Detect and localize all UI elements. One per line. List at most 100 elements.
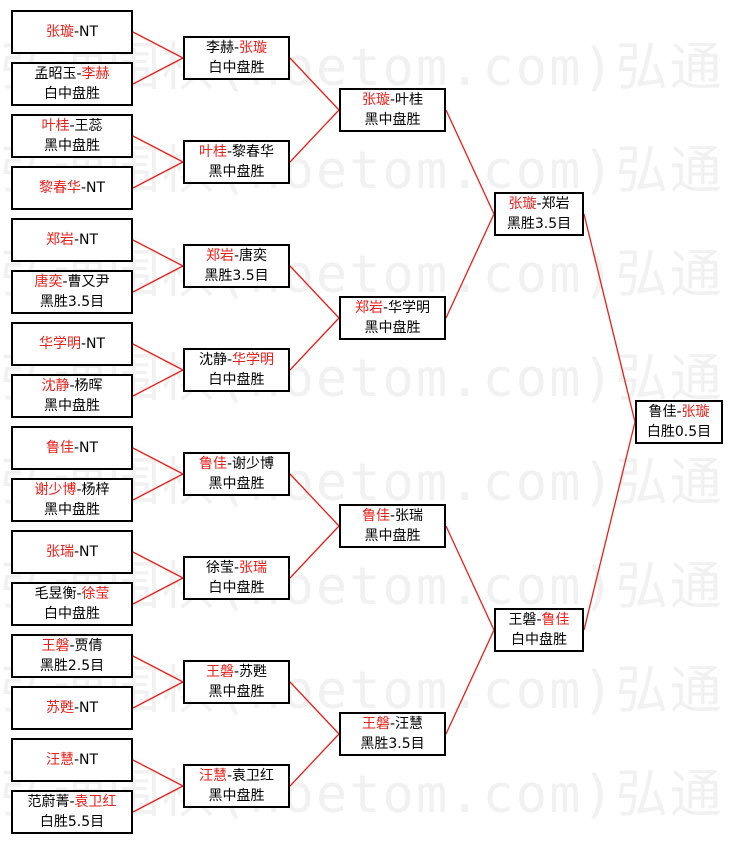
bracket-connector xyxy=(132,239,184,267)
match-box: 汪慧-NT xyxy=(11,738,133,782)
bracket-connector xyxy=(132,577,184,605)
bracket-connector xyxy=(132,551,184,579)
player-separator: - xyxy=(226,352,233,368)
match-players: 唐奕-曹又尹 xyxy=(13,272,131,292)
player-name: NT xyxy=(79,752,99,768)
match-result: 白胜5.5目 xyxy=(39,814,105,830)
player-name: NT xyxy=(86,336,106,352)
player-separator: - xyxy=(233,248,240,264)
player-name: 郑岩 xyxy=(541,196,570,212)
player-name: 鲁佳 xyxy=(198,456,227,472)
match-result: 黑中盘胜 xyxy=(364,112,421,128)
player-name: 鲁佳 xyxy=(45,440,74,456)
match-players: 王磐-鲁佳 xyxy=(496,610,582,630)
player-name: 叶桂 xyxy=(41,118,70,134)
bracket-connector xyxy=(445,109,495,215)
bracket-connector xyxy=(289,265,340,319)
player-separator: - xyxy=(62,274,68,290)
match-box: 张瑞-NT xyxy=(11,530,133,574)
player-name: 苏甦 xyxy=(239,664,268,680)
match-box: 黎春华-NT xyxy=(11,166,133,210)
player-separator: - xyxy=(76,482,82,498)
match-players: 沈静-华学明 xyxy=(185,350,288,370)
player-name: 汪慧 xyxy=(395,716,424,732)
player-name: 袁卫红 xyxy=(74,794,117,810)
player-name: 张瑞 xyxy=(395,508,424,524)
player-separator: - xyxy=(233,664,240,680)
bracket-connector xyxy=(289,317,340,371)
player-name: 毛昱衡 xyxy=(34,586,77,602)
player-name: 张璇 xyxy=(361,92,390,108)
player-separator: - xyxy=(80,180,87,196)
match-players: 汪慧-袁卫红 xyxy=(185,766,288,786)
player-name: 郑岩 xyxy=(205,248,234,264)
player-name: 王磐 xyxy=(41,638,70,654)
player-separator: - xyxy=(536,196,542,212)
bracket-connector xyxy=(132,447,184,475)
player-name: NT xyxy=(79,24,99,40)
player-name: 王磐 xyxy=(361,716,390,732)
match-players: 谢少博-杨梓 xyxy=(13,480,131,500)
player-separator: - xyxy=(69,378,75,394)
match-result: 白中盘胜 xyxy=(208,372,265,388)
player-name: NT xyxy=(79,232,99,248)
player-name: 叶桂 xyxy=(395,92,424,108)
match-result: 黑胜3.5目 xyxy=(360,736,425,752)
bracket-connector xyxy=(289,109,340,163)
match-box: 沈静-华学明白中盘胜 xyxy=(183,348,290,392)
player-name: 鲁佳 xyxy=(361,508,390,524)
bracket-connector xyxy=(583,213,636,423)
player-name: 苏甦 xyxy=(45,700,74,716)
match-box: 王磐-鲁佳白中盘胜 xyxy=(494,608,584,652)
player-name: 杨晖 xyxy=(74,378,103,394)
player-name: 唐奕 xyxy=(34,274,63,290)
player-name: NT xyxy=(79,440,99,456)
match-box: 唐奕-曹又尹黑胜3.5目 xyxy=(11,270,133,314)
player-separator: - xyxy=(73,24,80,40)
match-box: 王磐-苏甦黑中盘胜 xyxy=(183,660,290,704)
bracket-connector xyxy=(445,213,495,319)
bracket-connector xyxy=(289,473,340,527)
match-players: 王磐-苏甦 xyxy=(185,662,288,682)
match-players: 李赫-张璇 xyxy=(185,38,288,58)
match-box: 郑岩-NT xyxy=(11,218,133,262)
player-separator: - xyxy=(226,144,233,160)
player-name: 张璇 xyxy=(681,404,710,420)
match-box: 毛昱衡-徐莹白中盘胜 xyxy=(11,582,133,626)
match-box: 谢少博-杨梓黑中盘胜 xyxy=(11,478,133,522)
match-box: 范蔚菁-袁卫红白胜5.5目 xyxy=(11,790,133,834)
match-players: 范蔚菁-袁卫红 xyxy=(13,792,131,812)
match-result: 黑胜3.5目 xyxy=(204,268,269,284)
match-players: 王磐-贾倩 xyxy=(13,636,131,656)
match-box: 王磐-汪慧黑胜3.5目 xyxy=(339,712,446,756)
match-players: 张瑞-NT xyxy=(13,542,131,562)
match-players: 叶桂-王蕊 xyxy=(13,116,131,136)
match-players: 鲁佳-张瑞 xyxy=(341,506,444,526)
match-players: 鲁佳-张璇 xyxy=(637,402,721,422)
match-result: 黑中盘胜 xyxy=(364,320,421,336)
match-box: 张璇-郑岩黑胜3.5目 xyxy=(494,192,584,236)
player-name: 鲁佳 xyxy=(541,612,570,628)
player-name: 徐莹 xyxy=(81,586,110,602)
player-name: 郑岩 xyxy=(354,300,383,316)
match-players: 沈静-杨晖 xyxy=(13,376,131,396)
player-name: 华学明 xyxy=(388,300,431,316)
player-separator: - xyxy=(389,508,396,524)
match-result: 黑中盘胜 xyxy=(208,164,265,180)
player-name: 曹又尹 xyxy=(67,274,110,290)
player-name: 范蔚菁 xyxy=(27,794,70,810)
match-players: 叶桂-黎春华 xyxy=(185,142,288,162)
player-separator: - xyxy=(69,638,75,654)
bracket-connector xyxy=(132,785,184,813)
player-name: NT xyxy=(86,180,106,196)
match-players: 华学明-NT xyxy=(13,334,131,354)
player-name: 汪慧 xyxy=(198,768,227,784)
player-name: 贾倩 xyxy=(74,638,103,654)
player-separator: - xyxy=(233,40,240,56)
player-name: 张璇 xyxy=(239,40,268,56)
player-name: 袁卫红 xyxy=(232,768,275,784)
player-name: 王蕊 xyxy=(74,118,103,134)
match-result: 黑中盘胜 xyxy=(44,138,100,154)
match-box: 鲁佳-张瑞黑中盘胜 xyxy=(339,504,446,548)
player-name: 张瑞 xyxy=(45,544,74,560)
